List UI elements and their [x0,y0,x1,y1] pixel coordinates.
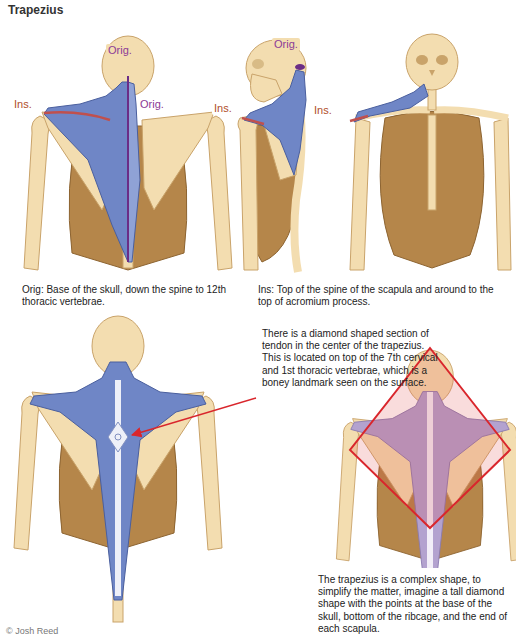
insertion-note: Ins: Top of the spine of the scapula and… [258,284,496,308]
tendon-diamond [108,422,128,452]
trapezius-muscle [30,362,206,600]
eye-socket [436,55,448,65]
leader-arrow [132,398,256,435]
side-view-figure [238,40,306,272]
spine-tendon [115,380,121,596]
trapezius-muscle [244,70,306,175]
back-view-figure [24,36,232,270]
origin-label: Orig. [106,44,134,57]
insertion-line [44,112,110,120]
watermark: © Josh Reed [4,626,60,637]
humerus [238,116,258,270]
jaw [251,74,283,102]
humerus [494,118,511,270]
eye-socket [252,59,264,69]
origin-line [127,76,129,262]
ribcage [380,112,484,269]
insertion-label: Ins. [12,98,34,111]
origin-label: Orig. [138,98,166,111]
vertebra-landmark [115,434,121,440]
sternum [428,115,436,210]
insertion-line [350,116,368,121]
figure-title: Trapezius [6,3,65,18]
humerus [350,118,370,270]
tendon-callout: There is a diamond shaped section of ten… [262,328,440,389]
insertion-line [242,118,264,124]
origin-label: Orig. [272,38,300,51]
origin-note: Orig: Base of the skull, down the spine … [22,284,237,308]
eye-socket [416,55,428,65]
clavicle [434,110,508,118]
diamond-note: The trapezius is a complex shape, to sim… [318,574,512,635]
back-skeleton [24,36,232,270]
tendon-figure [14,316,256,622]
origin-mark [295,64,305,70]
trapezius-muscle [44,82,128,262]
insertion-label: Ins. [312,104,334,117]
front-view-figure [350,34,511,270]
insertion-label: Ins. [212,102,234,115]
skull [406,34,458,90]
nose [429,70,435,76]
